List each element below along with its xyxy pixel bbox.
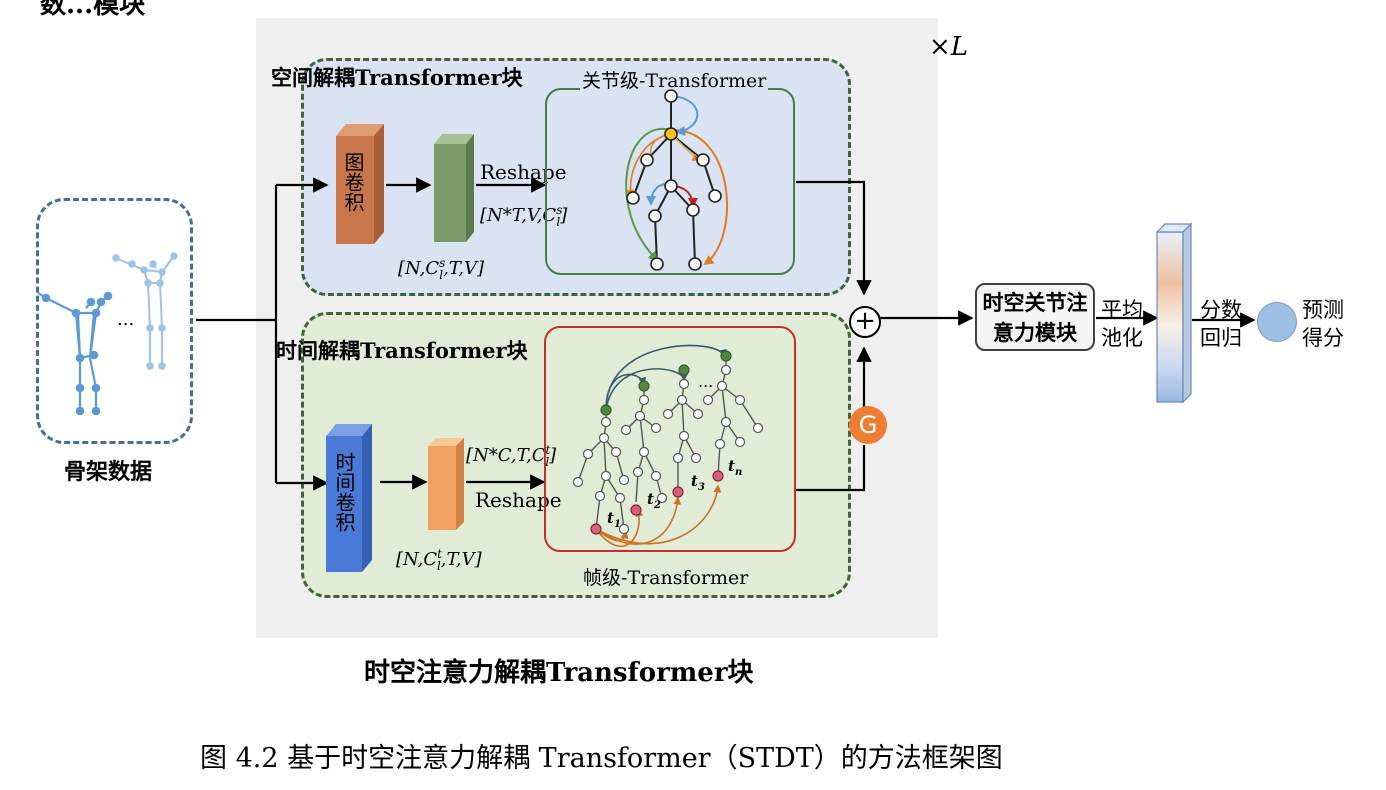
- gate-operator: G: [849, 406, 887, 444]
- regression-label: 分数 回归: [1200, 298, 1242, 350]
- time-label-tn: tn: [728, 457, 743, 478]
- block-caption: 时空注意力解耦Transformer块: [364, 658, 754, 688]
- pooling-label: 平均 池化: [1101, 298, 1143, 350]
- frame-transformer-box: [544, 326, 796, 552]
- pooled-feature-bar: [1155, 222, 1193, 404]
- graph-conv-label: 图卷积: [341, 152, 365, 212]
- temporal-conv-block: [326, 424, 372, 572]
- time-label-t2: t2: [647, 490, 661, 511]
- spatial-feature-block: [434, 134, 474, 242]
- joint-graph: [625, 89, 729, 271]
- joint-transformer-title: 关节级-Transformer: [580, 66, 769, 93]
- top-fragment: 数...模块: [40, 0, 146, 20]
- graph-conv-block: [336, 124, 384, 244]
- score-node: [1257, 302, 1297, 342]
- attention-module-line1: 时空关节注: [982, 290, 1088, 315]
- skeleton-figures: [37, 252, 178, 416]
- spatial-conv-shape: [N,Csl,T,V]: [398, 256, 484, 282]
- predicted-score-label: 预测 得分: [1302, 298, 1344, 350]
- temporal-conv-label: 时间卷积: [332, 452, 356, 532]
- skeleton-data-label: 骨架数据: [64, 459, 153, 485]
- frame-dots: ...: [698, 372, 714, 391]
- temporal-feature-block: [428, 438, 464, 530]
- spatial-block-panel: [301, 58, 851, 296]
- repeat-label: ×L: [929, 32, 969, 62]
- attention-module-box: 时空关节注 意力模块: [975, 283, 1095, 351]
- temporal-reshape-label: Reshape: [475, 488, 562, 512]
- temporal-reshape-shape: [N*C,T,Ctl]: [466, 443, 557, 469]
- time-label-t1: t1: [607, 509, 621, 530]
- spatial-block-title: 空间解耦Transformer块: [271, 65, 523, 90]
- frame-transformer-title: 帧级-Transformer: [583, 567, 749, 589]
- time-label-t3: t3: [691, 472, 705, 493]
- skeleton-data-box: ...: [36, 198, 193, 444]
- temporal-conv-shape: [N,Ctl,T,V]: [396, 547, 482, 573]
- frame-graph: [572, 344, 764, 547]
- attention-module-line2: 意力模块: [993, 320, 1077, 345]
- spatial-reshape-label: Reshape: [480, 160, 567, 184]
- temporal-block-title: 时间解耦Transformer块: [276, 338, 528, 363]
- figure-caption: 图 4.2 基于时空注意力解耦 Transformer（STDT）的方法框架图: [200, 743, 1003, 774]
- skeleton-ellipsis: ...: [117, 309, 135, 330]
- spatial-reshape-shape: [N*T,V,Csl]: [480, 203, 568, 229]
- add-operator: +: [849, 306, 881, 338]
